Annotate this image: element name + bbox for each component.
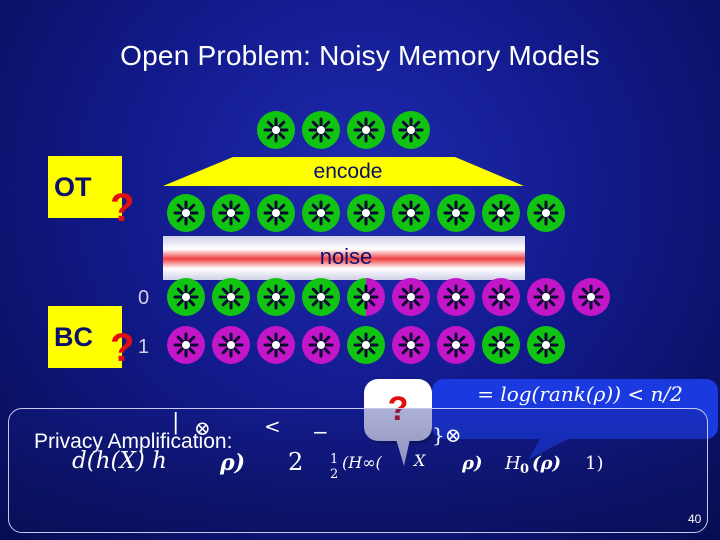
qubit-row0-7 [482,278,520,316]
qubit-row0-2 [257,278,295,316]
row-1-label: 1 [138,336,150,358]
ot-question-mark: ? [110,186,135,230]
qubit-row0-5 [392,278,430,316]
formula-h-infinity: (H∞( [342,453,382,472]
qubit-encoded-0 [167,194,205,232]
qubit-row1-1 [212,326,250,364]
noise-band [163,236,525,280]
noise-label: noise [319,244,373,269]
formula-otimes-1: ⊗ [194,416,211,440]
formula-less-than: < [264,414,281,438]
bc-label: BC [48,306,122,368]
qubit-encoded-4 [347,194,385,232]
privacy-amplification-label: Privacy Amplification: [34,430,233,453]
ot-label: OT [48,156,122,218]
qubit-encoded-6 [437,194,475,232]
qubit-row1-2 [257,326,295,364]
formula-one: 1) [585,453,604,474]
qubit-encoded-5 [392,194,430,232]
qubit-row1-0 [167,326,205,364]
bc-label-text: BC [54,321,93,352]
qubit-top-0 [257,111,295,149]
qubit-encoded-2 [257,194,295,232]
qubit-row1-3 [302,326,340,364]
slide-title: Open Problem: Noisy Memory Models [120,40,600,71]
qubit-row0-8 [527,278,565,316]
formula-rho-1: ρ) [220,450,246,476]
formula-half-den: 2 [330,467,339,482]
qubit-row1-7 [482,326,520,364]
qubit-row0-0 [167,278,205,316]
formula-minus: − [312,420,329,444]
row-0-label: 0 [138,287,150,309]
qubit-row1-4 [347,326,385,364]
formula-rho-3: (ρ) [532,453,562,474]
qubit-top-2 [347,111,385,149]
formula-half-num: 1 [330,452,339,467]
qubit-row1-8 [527,326,565,364]
qubit-encoded-7 [482,194,520,232]
qubit-row0-9 [572,278,610,316]
encode-label: encode [313,160,383,183]
callout-formula: = log(rank(ρ)) < n/2 [477,382,683,406]
ot-label-text: OT [54,171,92,202]
formula-d-h-x: d(h(X) h [72,448,167,474]
qubit-top-3 [392,111,430,149]
bc-question-mark: ? [110,326,135,370]
formula-brace-otimes: }⊗ [432,423,462,447]
formula-two: 2 [288,448,304,476]
qubit-row1-6 [437,326,475,364]
qubit-row0-1 [212,278,250,316]
qubit-row0-6 [437,278,475,316]
privacy-amplification-box [8,408,708,533]
qubit-row1-5 [392,326,430,364]
qubit-top-1 [302,111,340,149]
formula-x: X [414,451,426,470]
qubit-row0-3 [302,278,340,316]
formula-h-subscript: 0 [520,462,530,477]
formula-h: H [505,453,521,474]
formula-bar: | [172,410,180,435]
page-number: 40 [688,512,702,526]
qubit-encoded-3 [302,194,340,232]
qubit-encoded-1 [212,194,250,232]
formula-rho-2: ρ) [462,453,483,474]
qubit-row0-4 [347,278,385,316]
qubit-encoded-8 [527,194,565,232]
